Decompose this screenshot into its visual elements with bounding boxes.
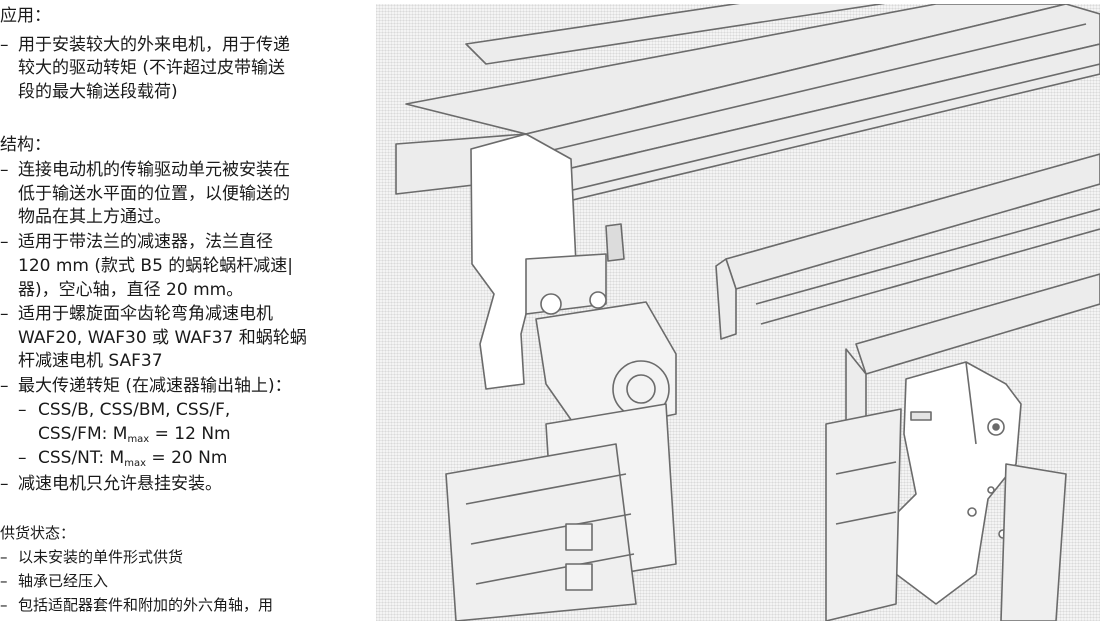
text-line: 适用于带法兰的减速器，法兰直径 [18,232,273,252]
text-line: 包括适配器套件和附加的外六角轴，用 [18,596,274,614]
text-line: 减速电机只允许悬挂安装。 [18,474,222,494]
conveyor-drive-illustration [376,4,1100,621]
text-line: 用于安装较大的外来电机，用于传递 [18,35,290,55]
text-line: 适用于螺旋面伞齿轮弯角减速电机 [18,304,273,324]
torque-subscript: max [124,458,147,469]
text-line: 物品在其上方通过。 [18,207,171,227]
right-drive-unit [895,361,1022,605]
torque-value: = 20 Nm [146,448,228,468]
text-line: 较大的驱动转矩 (不许超过皮带输送 [18,58,286,78]
text-line: 杆减速电机 SAF37 [18,351,163,371]
text-line: 连接电动机的传输驱动单元被安装在 [18,160,290,180]
application-heading: 应用： [0,6,51,26]
text-line: WAF20, WAF30 或 WAF37 和蜗轮蜗 [18,328,307,348]
text-line: CSS/B, CSS/BM, CSS/F, [38,400,231,420]
torque-label: CSS/FM: M [38,424,128,444]
bullet-dash: – [0,160,9,180]
bullet-dash: – [18,448,27,468]
bullet-dash: – [0,376,9,396]
right-motor-housing [825,408,1067,621]
torque-value-line: CSS/NT: Mmax = 20 Nm [38,447,227,475]
bullet-dash: – [0,232,9,252]
text-line: 低于输送水平面的位置，以便输送的 [18,184,290,204]
text-line: 120 mm (款式 B5 的蜗轮蜗杆减速| [18,256,294,276]
text-line: 器)，空心轴，直径 20 mm。 [18,280,244,300]
right-conveyor-frame [715,153,1100,425]
structure-heading: 结构： [0,135,51,155]
delivery-heading: 供货状态： [0,524,76,542]
conveyor-drive-drawing [395,4,1100,621]
text-line: 段的最大输送段载荷) [18,82,178,102]
bullet-dash: – [0,35,9,55]
torque-value: = 12 Nm [149,424,231,444]
bullet-dash: – [0,596,8,614]
left-gear-motor [445,301,677,621]
text-line: 以未安装的单件形式供货 [18,548,184,566]
bullet-dash: – [0,548,8,566]
bullet-dash: – [0,304,9,324]
bullet-dash: – [18,400,27,420]
torque-subscript: max [127,434,150,445]
text-line: 轴承已经压入 [18,572,109,590]
text-line: 最大传递转矩 (在减速器输出轴上)： [18,376,292,396]
left-drive-unit [470,133,625,390]
torque-label: CSS/NT: M [38,448,125,468]
bullet-dash: – [0,572,8,590]
bullet-dash: – [0,474,9,494]
text-column: 应用： –用于安装较大的外来电机，用于传递 较大的驱动转矩 (不许超过皮带输送 … [0,0,370,621]
torque-value-line: CSS/FM: Mmax = 12 Nm [38,423,231,451]
